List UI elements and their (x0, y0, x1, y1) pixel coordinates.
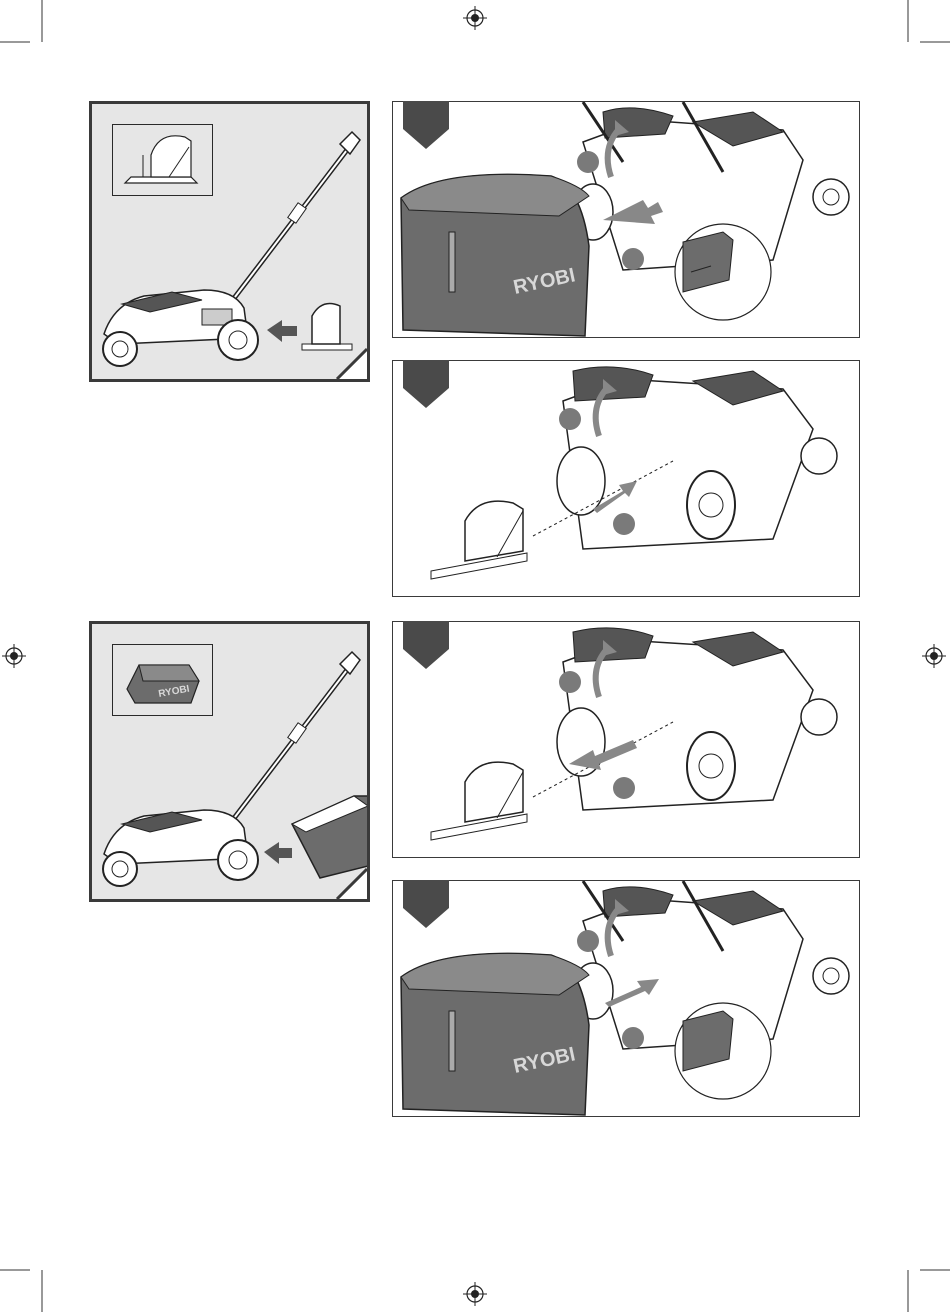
registration-mark-bottom (463, 1282, 487, 1306)
inset-mulch-plug (112, 124, 213, 196)
step-circle (559, 408, 581, 430)
step-panel-remove-catcher: RYOBI (392, 101, 860, 338)
step-circle (622, 1027, 644, 1049)
grass-catcher-icon: RYOBI (113, 645, 211, 714)
mower-rear-illustration (393, 622, 859, 857)
step-tab (403, 880, 449, 928)
step-panel-install-catcher: RYOBI (392, 880, 860, 1117)
reference-panel-grass-catcher: RYOBI (89, 621, 370, 902)
mower-rear-illustration: RYOBI (393, 102, 859, 337)
mower-rear-illustration (393, 361, 859, 596)
step-tab (403, 101, 449, 149)
step-panel-install-plug (392, 360, 860, 597)
mower-rear-illustration: RYOBI (393, 881, 859, 1116)
step-tab (403, 360, 449, 408)
step-panel-remove-plug (392, 621, 860, 858)
step-circle (613, 513, 635, 535)
step-circle (613, 777, 635, 799)
step-circle (577, 151, 599, 173)
step-circle (559, 671, 581, 693)
mulch-plug-icon (113, 125, 211, 194)
step-circle (577, 930, 599, 952)
step-tab (403, 621, 449, 669)
step-circle (622, 248, 644, 270)
registration-mark-left (2, 644, 26, 668)
reference-panel-mulch-plug (89, 101, 370, 382)
inset-grass-catcher: RYOBI (112, 644, 213, 716)
registration-mark-right (922, 644, 946, 668)
registration-mark-top (463, 6, 487, 30)
